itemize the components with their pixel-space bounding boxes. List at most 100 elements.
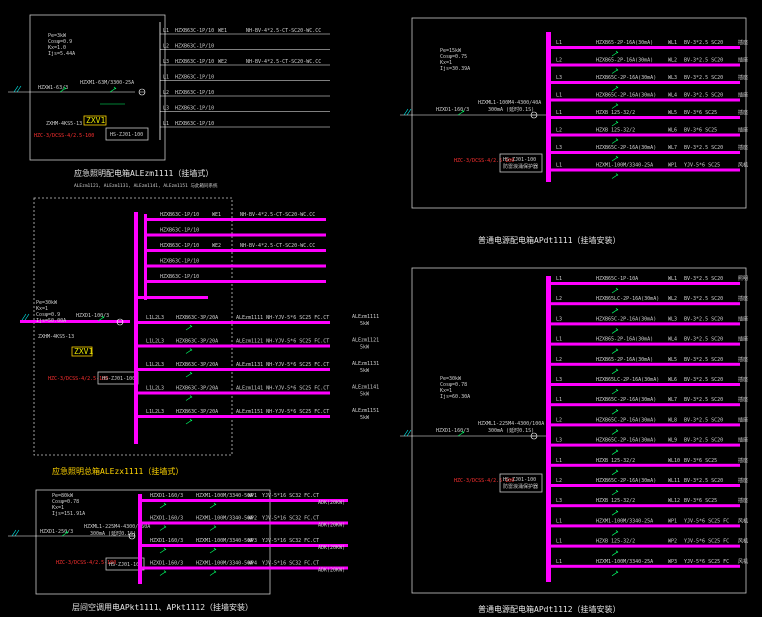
alezm-frame <box>29 14 166 161</box>
alezm-circuit-breaker: HZXB63C-1P/10 <box>175 44 214 50</box>
apdt1111-param: Cosφ=0.75 <box>440 54 467 60</box>
alezx-feeder-dest: ALEzm1111 <box>352 314 379 320</box>
apdt1112-feeder-wl: WL4 <box>668 337 677 343</box>
alezm-main-breaker-symbol <box>59 86 67 93</box>
alezx-feeder-dest: ALEzm1141 <box>352 385 379 391</box>
apdt1112-feeder-bus <box>549 362 740 366</box>
apkt-feeder-cable: YJV-5*16 SC32 FC.CT <box>262 538 319 544</box>
apkt-title: 层间空调用电APkt1111、APkt1112（挂墙安装） <box>72 602 253 612</box>
alezm-main-breaker-label: HZXW1-63/3 <box>38 85 68 91</box>
apdt1112-feeder-cable: BV-3*2.5 SC20 <box>684 417 723 423</box>
apdt1112-feeder-cable: YJV-5*6 SC25 FC <box>684 559 729 565</box>
apdt1112-feeder-bus <box>549 443 740 447</box>
apdt1112-feeder-breaker: HZXB65LC-2P-16A(30mA) <box>596 377 659 383</box>
alezx-feeder-kw: 5kW <box>360 345 370 351</box>
alezx-feeder-phase: L1L2L3 <box>146 409 164 415</box>
apdt1112-feeder-phase: L3 <box>556 438 562 444</box>
apdt1112-feeder-load: 插座 <box>738 416 748 423</box>
apdt1111-feeder-bus <box>549 116 740 119</box>
apkt-param: Cosφ=0.78 <box>52 499 79 505</box>
apkt-frame <box>35 489 271 595</box>
apdt1111-feeder-cable: YJV-5*6 SC25 <box>684 163 720 169</box>
apdt1112-feeder-breaker: HZXM1-100M/3340-25A <box>596 518 653 524</box>
apdt1112-feeder-bus <box>549 282 740 285</box>
apdt1112-param: Cosφ=0.78 <box>440 382 467 388</box>
apdt1112-feeder-load: 插座 <box>738 336 748 343</box>
alezx-top-circuit-bus <box>146 280 326 283</box>
apdt1112-feeder-phase: L1 <box>556 559 562 565</box>
apkt-feeder-wl: WP2 <box>248 516 257 522</box>
apdt1111-breaker2-label: HZXML1-100M4-4300/40A <box>478 100 541 106</box>
apdt1111-feeder-phase: L1 <box>556 110 562 116</box>
alezx-spd-red: HZC-3/DCSS-4/2.5-100 <box>48 376 108 382</box>
apdt1112-feeder-breaker-symbol <box>611 328 619 334</box>
apdt1112-feeder-breaker-symbol <box>611 388 619 395</box>
apdt1112-feeder-wl: WL8 <box>668 417 677 423</box>
alezx-feeder-breaker-symbol <box>185 324 193 331</box>
alezx-top-wl: WE2 <box>212 243 221 249</box>
apdt1111-feeder-phase: L1 <box>556 93 562 99</box>
alezx-top-breaker: HZXB63C-1P/10 <box>160 274 199 280</box>
apdt1111-feeder-phase: L3 <box>556 75 562 81</box>
alezx-frame <box>33 197 233 456</box>
apdt1112-feeder-cable: BV-3*6 SC25 <box>684 498 717 504</box>
apdt1112-feeder-wl: WL3 <box>668 316 677 322</box>
apdt1112-feeder-cable: BV-3*2.5 SC20 <box>684 478 723 484</box>
apkt-feeder-rcd: HZXM1-100M/3340-50A <box>196 561 253 567</box>
apdt1111-spd-box <box>499 153 543 173</box>
apdt1112-feeder-cable: BV-3*2.5 SC20 <box>684 357 723 363</box>
apdt1112-feeder-breaker-symbol <box>611 429 619 435</box>
alezm-spd-red: HZC-3/DCSS-4/2.5-100 <box>34 133 94 139</box>
alezx-sub-bus <box>144 214 147 300</box>
apdt1112-feeder-breaker: HZXB65-2P-16A(30mA) <box>596 357 653 363</box>
apdt1112-title: 普通电源配电箱APdt1112（挂墙安装） <box>478 604 621 614</box>
apdt1111-feeder-breaker-symbol <box>611 50 619 57</box>
apkt-feeder-breaker-symbol <box>159 570 167 576</box>
apdt1112-feeder-bus <box>549 484 740 487</box>
apdt1112-feeder-cable: BV-3*2.5 SC20 <box>684 337 723 343</box>
apdt1112-feeder-breaker: HZXB65-2P-16A(30mA) <box>596 337 653 343</box>
apkt-main-breaker-label: HZXD1-250/3 <box>40 529 73 535</box>
apkt-feeder-bus <box>140 499 348 502</box>
apkt-param: Kx=1 <box>52 505 64 511</box>
apkt-feeder-breaker-symbol <box>159 547 167 554</box>
apdt1112-feeder-wl: WL11 <box>668 478 680 484</box>
apdt1112-feeder-phase: L2 <box>556 417 562 423</box>
apdt1112-feeder-load: 插座 <box>738 457 748 464</box>
apdt1111-feeder-wl: WP1 <box>668 163 677 169</box>
alezx-feeder-kw: 5kW <box>360 392 370 398</box>
apdt1112-main-breaker-symbol <box>457 430 465 437</box>
alezx-top-cable: NH-BV-4*2.5-CT-SC20-WC.CC <box>240 212 315 218</box>
apkt-feeder-rcd: HZXM1-100M/3340-50A <box>196 493 253 499</box>
apdt1112-feeder-breaker-symbol <box>611 307 619 314</box>
apdt1112-feeder-phase: L1 <box>556 518 562 524</box>
apdt1112-feeder-cable: BV-3*2.5 SC20 <box>684 377 723 383</box>
apdt1111-spd-label: HS-ZJ01-100 <box>503 157 536 163</box>
alezm-param: Pe=3kW <box>48 33 67 39</box>
apdt1112-spd-label: HS-ZJ01-100 <box>503 477 536 483</box>
apdt1112-feeder-breaker: HZXB65C-1P-10A <box>596 276 638 282</box>
apdt1112-feeder-cable: YJV-5*6 SC25 FC <box>684 518 729 524</box>
apdt1111-feeder-breaker: HZXB65C-2P-16A(30mA) <box>596 93 656 99</box>
apkt-feeder-wl: WP3 <box>248 538 257 544</box>
apdt1112-feeder-breaker-symbol <box>611 550 619 556</box>
apdt1111-feeder-cable: BV-3*6 SC25 <box>684 128 717 134</box>
apdt1112-feeder-load: 风机 <box>738 538 748 545</box>
apdt1112-feeder-bus <box>549 403 740 407</box>
alezx-feeder-breaker: HZXB63C-3P/20A <box>176 315 218 321</box>
apdt1112-feeder-phase: L2 <box>556 296 562 302</box>
alezx-feeder-kw: 5kW <box>360 415 370 421</box>
apdt1111-frame <box>411 17 747 209</box>
alezm-circuit-breaker: HZXB63C-1P/10 <box>175 121 214 127</box>
apkt-feeder-dest: ADK(20KW) <box>318 568 345 574</box>
alezx-top-circuit-bus <box>146 249 326 252</box>
apdt1112-feeder-load: 插座 <box>738 396 748 403</box>
apdt1111-feeder-phase: L1 <box>556 163 562 169</box>
alezm-circuit-cable: NH-BV-4*2.5-CT-SC20-WC.CC <box>246 59 321 65</box>
apdt1111-feeder-phase: L2 <box>556 58 562 64</box>
apdt1112-feeder-breaker: HZXB65LC-2P-16A(30mA) <box>596 296 659 302</box>
alezx-input-arrow <box>21 313 30 321</box>
apdt1111-feeder-load: 插座 <box>738 39 748 46</box>
apdt1112-feeder-phase: L1 <box>556 397 562 403</box>
